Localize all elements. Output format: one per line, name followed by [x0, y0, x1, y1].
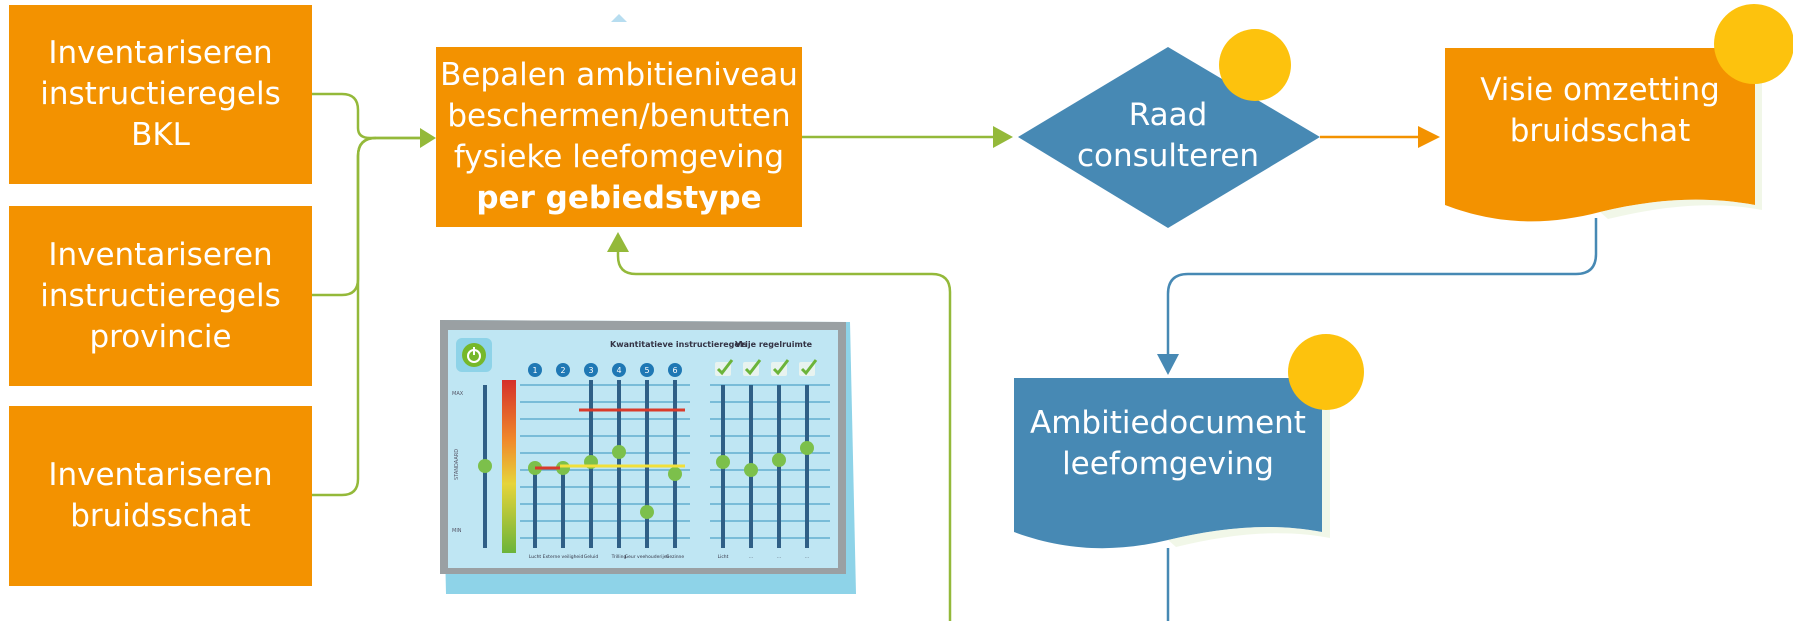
box-bkl-line2: instructieregels — [40, 76, 281, 112]
document-ambitie-shape — [1014, 378, 1322, 549]
decision-diamond — [1018, 47, 1320, 228]
box-bkl-line1: Inventariseren — [48, 35, 273, 71]
mixer-fader-label: ... — [805, 555, 809, 560]
center-line2: beschermen/benutten — [447, 98, 791, 134]
connector-visie-ambitie — [1166, 218, 1598, 358]
document-ambitiedocument[interactable]: Ambitiedocument leefomgeving — [1014, 403, 1322, 485]
visie-line2: bruidsschat — [1509, 113, 1691, 149]
badge-visie-icon — [1714, 4, 1793, 84]
mixer-fader-knob — [744, 463, 758, 477]
mixer-number-badge — [612, 363, 626, 377]
mixer-fader-label: ... — [777, 555, 781, 560]
mixer-fader-label: Externe veiligheid — [543, 554, 584, 560]
mixer-panel-illustration: 1 2 3 4 5 6 Kwantitatieve instructieregels Vr… — [440, 320, 856, 594]
mixer-number-badge — [528, 363, 542, 377]
mixer-number-text: 6 — [672, 366, 677, 375]
mixer-fader-knob — [612, 445, 626, 459]
arrow-raad-tip — [993, 126, 1013, 148]
mixer-number-badge — [556, 363, 570, 377]
mixer-fader-label: Gezinne — [666, 554, 685, 560]
mixer-fader-label: ... — [749, 555, 753, 560]
mixer-fader-label: Trilling — [611, 554, 627, 560]
box-provincie-line2: instructieregels — [40, 277, 281, 314]
box-provincie-line3: provincie — [89, 318, 232, 355]
connector-feedback — [616, 248, 952, 621]
ambitie-line2: leefomgeving — [1062, 446, 1274, 482]
connector-bruidsschat — [312, 133, 431, 497]
mixer-fader-knob — [640, 505, 654, 519]
mixer-number-text: 2 — [560, 366, 565, 375]
badge-raad-icon — [1219, 29, 1291, 101]
mixer-label-max: MAX — [452, 391, 464, 397]
mixer-fader-knob — [716, 455, 730, 469]
decision-raad-consulteren[interactable]: Raad consulteren — [1058, 95, 1278, 177]
mixer-fader-label: Lucht — [529, 554, 542, 560]
mixer-fader-label: Geluid — [584, 554, 599, 560]
mixer-fader-knob — [668, 467, 682, 481]
document-visie-shape — [1445, 48, 1755, 222]
mixer-master-knob — [478, 459, 492, 473]
arrow-feedback-tip — [607, 232, 629, 252]
mixer-heading-quant: Kwantitatieve instructieregels — [610, 340, 748, 349]
box-inventariseren-provincie[interactable]: Inventariseren instructieregels provinci… — [9, 206, 312, 386]
mixer-heading-free: Vrije regelruimte — [735, 340, 813, 349]
mixer-number-badge — [640, 363, 654, 377]
mixer-label-min: MIN — [452, 528, 462, 534]
mixer-number-text: 5 — [644, 366, 649, 375]
box-bruidsschat-line1: Inventariseren — [48, 457, 273, 493]
box-bkl-line3: BKL — [131, 117, 190, 153]
connector-provincie — [312, 136, 377, 297]
mixer-fader-knob — [800, 441, 814, 455]
mixer-number-text: 3 — [588, 366, 593, 375]
center-bold-line: per gebiedstype — [476, 180, 762, 216]
level-gradient-bar — [502, 380, 516, 553]
badge-ambitie-icon — [1288, 334, 1364, 410]
box-bepalen-ambitieniveau[interactable]: Bepalen ambitieniveau beschermen/benutte… — [436, 47, 802, 227]
box-inventariseren-bruidsschat[interactable]: Inventariseren bruidsschat — [9, 406, 312, 586]
visie-line1: Visie omzetting — [1480, 72, 1720, 108]
connector-bkl — [312, 92, 420, 140]
ambitie-line1: Ambitiedocument — [1030, 405, 1306, 441]
arrow-visie-tip — [1418, 126, 1440, 148]
box-provincie-line1: Inventariseren — [48, 236, 273, 273]
mixer-number-badge — [584, 363, 598, 377]
mixer-label-standard: STANDAARD — [454, 449, 460, 480]
center-line3: fysieke leefomgeving — [453, 139, 785, 175]
box-bruidsschat-line2: bruidsschat — [70, 498, 251, 534]
mixer-number-badge — [668, 363, 682, 377]
center-line1: Bepalen ambitieniveau — [440, 57, 798, 93]
document-visie-omzetting[interactable]: Visie omzetting bruidsschat — [1445, 70, 1755, 152]
mixer-fader-label: Licht — [718, 554, 729, 560]
arrow-ambitie-tip — [1157, 354, 1179, 375]
faint-arrow-icon — [611, 14, 627, 22]
box-inventariseren-bkl[interactable]: Inventariseren instructieregels BKL — [9, 5, 312, 184]
mixer-number-text: 1 — [532, 366, 537, 375]
decision-line2: consulteren — [1076, 138, 1260, 174]
arrow-bkl-tip — [420, 128, 436, 148]
decision-line1: Raad — [1128, 97, 1208, 133]
mixer-fader-knob — [772, 453, 786, 467]
mixer-number-text: 4 — [616, 366, 621, 375]
mixer-fader-label: Geur veehouderijen — [625, 554, 670, 560]
